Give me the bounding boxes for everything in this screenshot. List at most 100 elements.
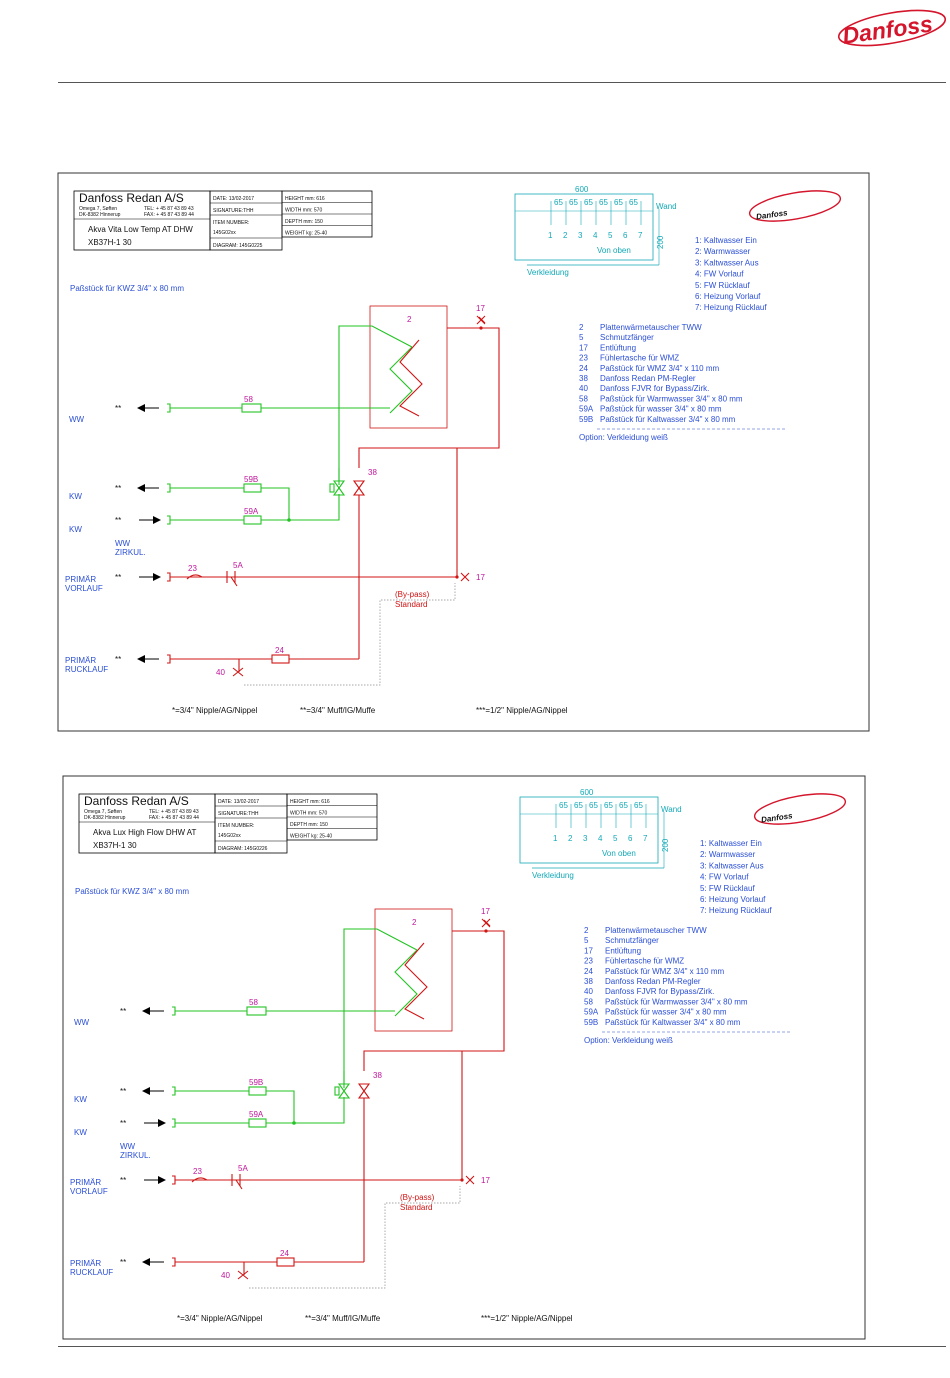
part-description: Paßstück für Kaltwasser 3/4" x 80 mm	[600, 415, 736, 424]
footer-rule	[58, 1346, 946, 1347]
bypass-valve-icon	[237, 1270, 249, 1280]
fitting-59a-label: 59A	[244, 507, 259, 516]
fitting-58	[241, 403, 262, 413]
thread-note: ***=1/2" Nipple/AG/Nippel	[481, 1314, 573, 1323]
bypass-dotted-line	[249, 1186, 461, 1289]
regulator-icon	[357, 1090, 371, 1099]
thread-marker: **	[115, 516, 121, 525]
exchanger-green-zigzag	[394, 949, 418, 1017]
connection-number: 6	[628, 834, 633, 843]
fitting-end	[172, 1118, 176, 1128]
fitting-58-label: 58	[249, 998, 258, 1007]
exchanger-label: 2	[412, 918, 417, 927]
junction-dot	[479, 326, 483, 330]
part-description: Paßstück für WMZ 3/4" x 110 mm	[605, 967, 724, 976]
pipe-line	[266, 1090, 295, 1123]
item-number-label: ITEM NUMBER:	[218, 823, 254, 829]
part-description: Danfoss Redan PM-Regler	[605, 977, 701, 986]
pipe-cold-supply	[338, 325, 413, 485]
view-label: Von oben	[602, 849, 636, 858]
vent-icon	[481, 918, 491, 928]
product-code: XB37H-1 30	[88, 238, 132, 247]
part-number: 59A	[584, 1008, 599, 1017]
line-label-zirk: WW	[120, 1142, 136, 1151]
frame-logo: Danfoss	[753, 793, 847, 825]
fitting-end	[172, 1175, 176, 1185]
view-label: Von oben	[597, 246, 631, 255]
flow-arrow-left-icon	[137, 655, 145, 663]
line-label-vorlauf: PRIMÄR	[65, 575, 96, 584]
connection-spacing: 65	[614, 198, 623, 207]
connection-number: 7	[643, 834, 648, 843]
flow-arrow-right-icon	[153, 516, 161, 524]
company-name: Danfoss Redan A/S	[79, 191, 184, 205]
frame-border	[62, 775, 866, 1340]
drawing-date: DATE: 13/02-2017	[218, 799, 259, 805]
part-description: Paßstück für Warmwasser 3/4" x 80 mm	[600, 394, 743, 403]
line-label-kw: KW	[69, 492, 82, 501]
connection-spacing: 65	[574, 801, 583, 810]
product-name: Akva Vita Low Temp AT DHW	[88, 225, 193, 234]
vent-icon	[460, 572, 470, 582]
connection-spacing: 65	[619, 801, 628, 810]
part-number: 59B	[584, 1018, 598, 1027]
connection-number: 7	[638, 231, 643, 240]
part-description: Entlüftung	[600, 343, 636, 352]
valve-actuator	[329, 483, 335, 493]
thread-marker: **	[115, 573, 121, 582]
part-description: Danfoss Redan PM-Regler	[600, 374, 696, 383]
part-description: Danfoss FJVR for Bypass/Zirk.	[600, 384, 709, 393]
fitting-end	[167, 403, 171, 413]
fitting-end	[167, 572, 171, 582]
connection-item: 6: Heizung Vorlauf	[700, 895, 766, 904]
wall-total-width: 600	[580, 788, 594, 797]
strainer-label: 5A	[238, 1164, 248, 1173]
part-number: 58	[584, 997, 593, 1006]
part-description: Paßstück für wasser 3/4" x 80 mm	[600, 405, 722, 414]
connection-number: 2	[568, 834, 573, 843]
fitting-59a-label: 59A	[249, 1110, 264, 1119]
pipe-line	[478, 316, 486, 324]
connection-item: 3: Kaltwasser Aus	[695, 258, 759, 267]
svg-text:Danfoss: Danfoss	[841, 10, 934, 48]
dimension-weight: WEIGHT kg: 25-40	[285, 231, 327, 237]
line-label-zirk: ZIRKUL.	[115, 548, 146, 557]
pipe-cold-supply	[343, 928, 418, 1088]
valve-icon	[332, 487, 346, 496]
company-phone: TEL: + 45 87 43 89 43	[144, 206, 194, 212]
fitting-59b	[248, 1086, 267, 1096]
valve-actuator	[334, 1086, 340, 1096]
connection-item: 7: Heizung Rücklauf	[695, 303, 767, 312]
dimension-depth: DEPTH mm: 150	[290, 822, 328, 828]
line-label-vorlauf: VORLAUF	[65, 584, 103, 593]
line-label-vorlauf: VORLAUF	[70, 1187, 108, 1196]
strainer-label: 5A	[233, 561, 243, 570]
connection-number: 4	[598, 834, 603, 843]
bypass-label: (By-pass)	[395, 590, 430, 599]
part-number: 38	[579, 374, 588, 383]
pipe-line	[261, 494, 340, 521]
flow-arrow-right-icon	[158, 1176, 166, 1184]
diagram-number: DIAGRAM: 145G0225	[213, 243, 263, 249]
bypass-dotted-line	[244, 583, 456, 686]
logo-text: Danfoss	[756, 208, 789, 221]
vent-label: 17	[481, 907, 490, 916]
connection-spacing: 65	[569, 198, 578, 207]
pipe-line	[261, 487, 290, 520]
company-name: Danfoss Redan A/S	[84, 794, 189, 808]
thread-marker: **	[120, 1007, 126, 1016]
connection-number: 2	[563, 231, 568, 240]
drawing-signature: SIGNATURE:THH	[218, 811, 259, 817]
wall-depth: 200	[661, 838, 670, 852]
fitting-59a	[248, 1118, 267, 1128]
exchanger-green-zigzag	[389, 346, 413, 414]
part-number: 17	[584, 946, 593, 955]
thread-marker: **	[120, 1176, 126, 1185]
line-label-kw: KW	[74, 1128, 87, 1137]
regulator-label: 38	[368, 468, 377, 477]
connection-item: 6: Heizung Vorlauf	[695, 292, 761, 301]
bypass-label: (By-pass)	[400, 1193, 435, 1202]
part-number: 40	[579, 384, 588, 393]
heat-exchanger	[374, 908, 453, 1032]
line-label-rucklauf: RUCKLAUF	[70, 1268, 113, 1277]
